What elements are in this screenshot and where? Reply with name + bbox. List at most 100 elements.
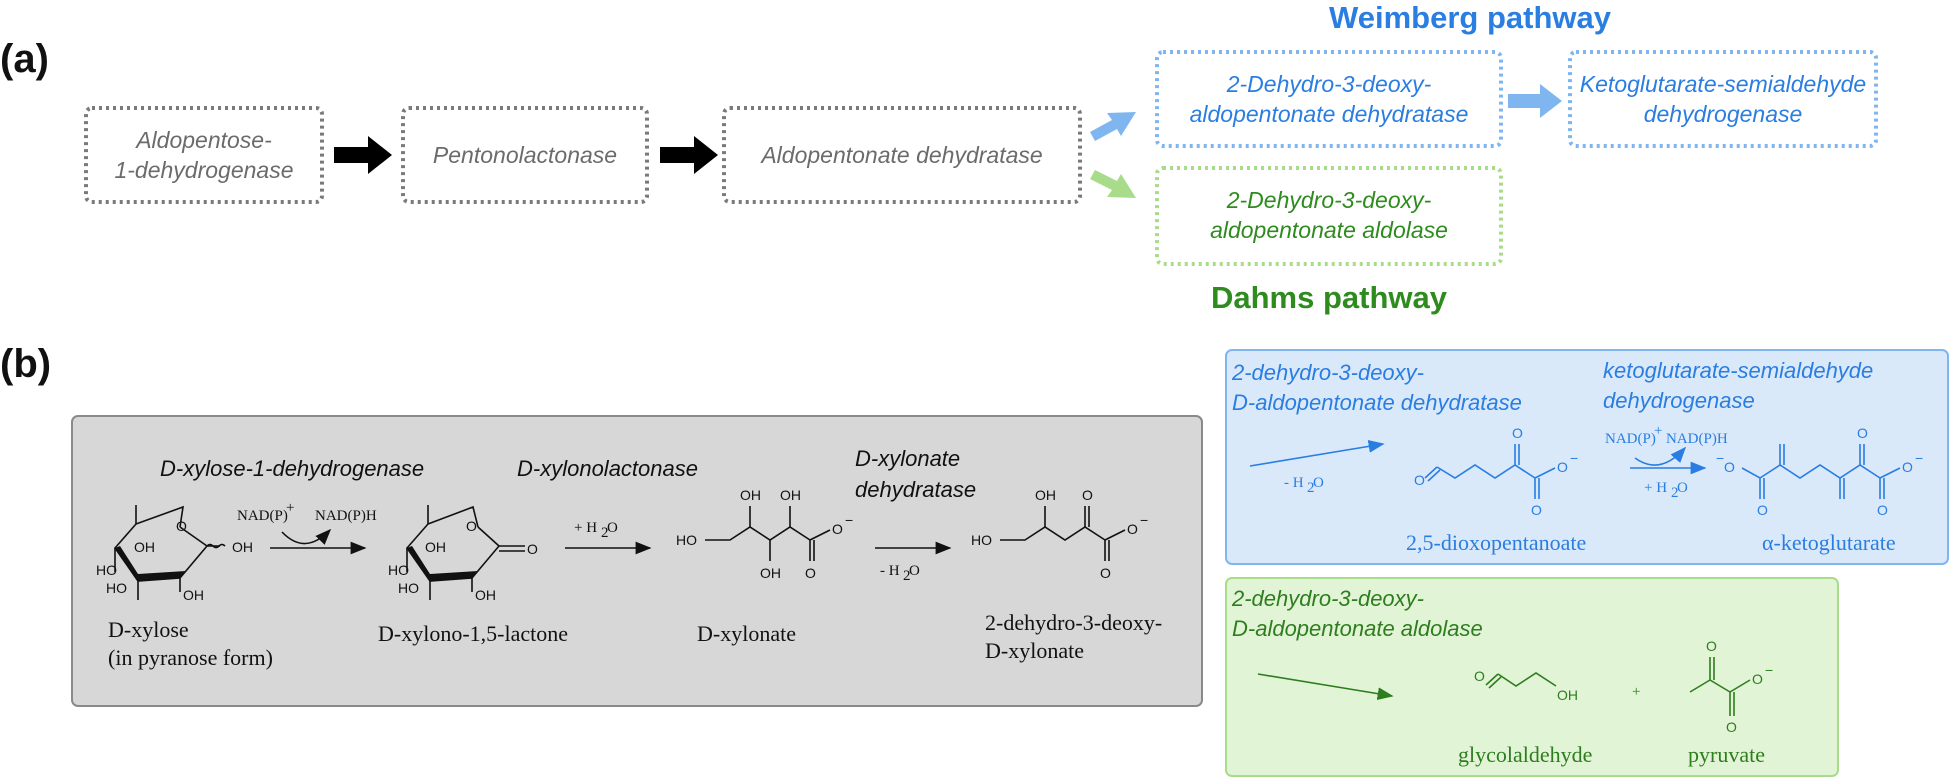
compound-alpha-ketoglutarate: α-ketoglutarate xyxy=(1762,530,1896,555)
structure-glycolaldehyde: O OH xyxy=(1474,668,1578,703)
dahms-enzyme1-line1: 2-Dehydro-3-deoxy- xyxy=(1226,187,1432,213)
atom-pyr-charge: − xyxy=(1765,662,1773,678)
blue-dehydration-subscript: 2 xyxy=(1307,480,1315,496)
atom-oh-3b: OH xyxy=(183,587,204,603)
atom-xyl-o: O xyxy=(805,565,816,581)
atom-oh-2: OH xyxy=(134,539,155,555)
panel-b-label: (b) xyxy=(0,342,51,386)
hydration-tail: O xyxy=(607,520,618,536)
enzyme-box-aldopentonate-dehydratase xyxy=(722,106,1082,204)
atom-glycol-oh: OH xyxy=(1557,687,1578,703)
green-enzyme-line2: D-aldopentonate aldolase xyxy=(1232,616,1483,641)
atom-dioxo-o-minus: O xyxy=(1557,459,1568,475)
structure-2-5-dioxopentanoate: O O O O − xyxy=(1414,425,1578,518)
atom-akg-o-minus-left: O xyxy=(1724,459,1735,475)
structure-alpha-ketoglutarate: O − O O O O − xyxy=(1716,425,1923,518)
compound-d-xylono-lactone: D-xylono-1,5-lactone xyxy=(378,621,568,646)
arrow-xylose-to-lactone xyxy=(270,528,367,555)
cofactor-nadph-out: NAD(P)H xyxy=(315,508,377,524)
enzyme-box-pentonolactonase xyxy=(401,106,649,204)
arrow-step2 xyxy=(660,136,718,174)
enzyme-d-xylonolactonase: D-xylonolactonase xyxy=(517,456,698,481)
structure-d-xylono-lactone: O O OH HO HO OH xyxy=(388,505,538,603)
dehydration-label: - H xyxy=(880,563,900,579)
atom-xyl-ho: HO xyxy=(676,532,697,548)
hydration-subscript: 2 xyxy=(601,525,609,541)
weimberg-enzyme1-line1: 2-Dehydro-3-deoxy- xyxy=(1226,71,1432,97)
weimberg-pathway-title: Weimberg pathway xyxy=(1329,0,1612,35)
atom-ho-4: HO xyxy=(96,562,117,578)
blue-dehydration-tail: O xyxy=(1313,475,1324,491)
atom-lac-ho-4: HO xyxy=(388,562,409,578)
atom-ho-3: HO xyxy=(106,580,127,596)
compound-pyranose-form: (in pyranose form) xyxy=(108,645,273,670)
blue-hydration-label: + H xyxy=(1644,480,1667,496)
atom-dioxo-o: O xyxy=(1531,502,1542,518)
green-enzyme-line1: 2-dehydro-3-deoxy- xyxy=(1231,586,1424,611)
dahms-enzyme1-line2: aldopentonate aldolase xyxy=(1210,217,1448,243)
blue-hydration-subscript: 2 xyxy=(1671,485,1679,501)
atom-glycol-o: O xyxy=(1474,668,1485,684)
atom-dioxo-charge: − xyxy=(1570,450,1578,466)
arrow-to-dahms xyxy=(1090,170,1136,198)
green-dahms-box xyxy=(1225,577,1839,777)
atom-akg-charge-right: − xyxy=(1915,450,1923,466)
atom-kdx-keto-o: O xyxy=(1082,487,1093,503)
atom-kdx-o: O xyxy=(1100,565,1111,581)
blue-hydration-tail: O xyxy=(1677,480,1688,496)
compound-d-xylonate: D-xylonate xyxy=(697,621,796,646)
atom-lac-oh: OH xyxy=(425,539,446,555)
atom-lac-oh-2: OH xyxy=(475,587,496,603)
atom-dioxo-keto-o: O xyxy=(1512,425,1523,441)
atom-kdx-oh: OH xyxy=(1035,487,1056,503)
panel-a-label: (a) xyxy=(0,37,49,81)
compound-pyruvate: pyruvate xyxy=(1688,742,1765,767)
atom-kdx-charge: − xyxy=(1140,512,1148,528)
enzyme-box-aldolase-dahms xyxy=(1155,166,1503,266)
dehydration-tail: O xyxy=(909,563,920,579)
atom-akg-charge-left: − xyxy=(1716,450,1724,466)
arrow-to-weimberg xyxy=(1090,112,1136,141)
dehydration-subscript: 2 xyxy=(903,568,911,584)
enzyme-box-dehydratase-weimberg xyxy=(1155,50,1503,148)
blue-dehydration-label: - H xyxy=(1284,475,1304,491)
gray-reaction-box xyxy=(71,415,1203,707)
blue-cofactor-in-charge: + xyxy=(1654,423,1662,439)
structure-pyruvate: O O O − xyxy=(1689,638,1773,735)
blue-cofactor-out: NAD(P)H xyxy=(1666,431,1728,447)
blue-enzyme1-line2: D-aldopentonate dehydratase xyxy=(1232,390,1522,415)
blue-enzyme2-line1: ketoglutarate-semialdehyde xyxy=(1603,358,1873,383)
green-plus-sign: + xyxy=(1632,684,1640,700)
atom-xyl-oh-3: OH xyxy=(760,565,781,581)
atom-ring-o: O xyxy=(176,518,187,534)
compound-d-xylose: D-xylose xyxy=(108,617,189,642)
cofactor-nadp-in: NAD(P) xyxy=(237,508,288,524)
atom-pyr-keto-o: O xyxy=(1706,638,1717,654)
hydration-label: + H xyxy=(574,520,597,536)
atom-xyl-charge: − xyxy=(845,512,853,528)
compound-2-5-dioxopentanoate: 2,5-dioxopentanoate xyxy=(1406,530,1586,555)
weimberg-enzyme2-line1: Ketoglutarate-semialdehyde xyxy=(1580,71,1866,97)
blue-cofactor-in: NAD(P) xyxy=(1605,431,1656,447)
blue-enzyme2-line2: dehydrogenase xyxy=(1603,388,1755,413)
atom-akg-o-minus-right: O xyxy=(1902,459,1913,475)
compound-kdx-line2: D-xylonate xyxy=(985,638,1084,663)
enzyme-d-xylonate-line1: D-xylonate xyxy=(855,446,960,471)
atom-lac-ho-3: HO xyxy=(398,580,419,596)
enzyme-label-line1: Aldopentose- xyxy=(134,127,272,153)
arrow-step1 xyxy=(334,136,392,174)
enzyme-label-aldopentonate-dehydratase: Aldopentonate dehydratase xyxy=(759,142,1042,168)
weimberg-enzyme2-line2: dehydrogenase xyxy=(1644,101,1803,127)
structure-d-xylose: O OH OH HO HO OH xyxy=(96,505,253,603)
atom-pyr-o-minus: O xyxy=(1752,671,1763,687)
compound-kdx-line1: 2-dehydro-3-deoxy- xyxy=(985,610,1162,635)
enzyme-d-xylose-1-dehydrogenase: D-xylose-1-dehydrogenase xyxy=(160,456,424,481)
enzyme-box-ksa-dehydrogenase xyxy=(1568,50,1878,148)
weimberg-enzyme1-line2: aldopentonate dehydratase xyxy=(1190,101,1469,127)
atom-akg-keto-o: O xyxy=(1857,425,1868,441)
arrow-weimberg-step xyxy=(1508,84,1562,118)
arrow-blue-dehydrogenase xyxy=(1630,446,1707,475)
atom-kdx-ho: HO xyxy=(971,532,992,548)
atom-xyl-o-minus: O xyxy=(832,521,843,537)
